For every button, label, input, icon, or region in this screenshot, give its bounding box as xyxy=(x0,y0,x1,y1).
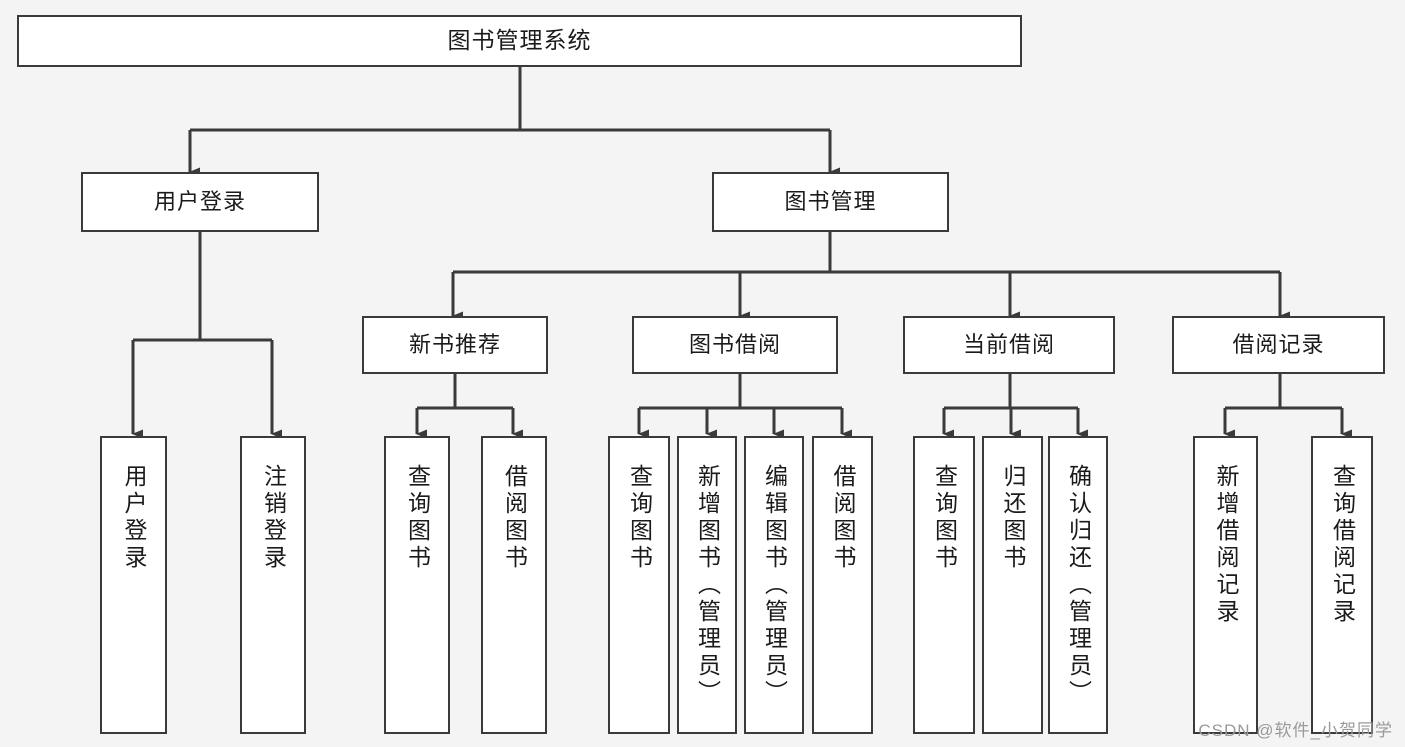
node-user-login[interactable]: 用户登录 xyxy=(81,172,319,232)
node-label: 新增借阅记录 xyxy=(1213,464,1239,626)
leaf-add-book-admin[interactable]: 新增图书（管理员） xyxy=(677,436,737,734)
node-label: 归还图书 xyxy=(1000,464,1026,572)
node-label: 当前借阅 xyxy=(962,332,1055,358)
node-current-borrow[interactable]: 当前借阅 xyxy=(903,316,1115,374)
leaf-logout[interactable]: 注销登录 xyxy=(240,436,306,734)
node-root[interactable]: 图书管理系统 xyxy=(17,15,1022,67)
node-label: 借阅记录 xyxy=(1232,332,1325,358)
leaf-query-borrow-record[interactable]: 查询借阅记录 xyxy=(1311,436,1373,734)
leaf-confirm-return-admin[interactable]: 确认归还（管理员） xyxy=(1048,436,1108,734)
node-label: 图书管理 xyxy=(784,189,877,215)
leaf-add-borrow-record[interactable]: 新增借阅记录 xyxy=(1193,436,1258,734)
leaf-query-book-current[interactable]: 查询图书 xyxy=(913,436,975,734)
node-label: 查询图书 xyxy=(626,464,653,572)
node-label: 注销登录 xyxy=(260,464,287,572)
node-label: 编辑图书（管理员） xyxy=(761,464,788,707)
node-label: 新书推荐 xyxy=(408,332,501,358)
node-label: 图书借阅 xyxy=(688,332,781,358)
node-new-book-recommend[interactable]: 新书推荐 xyxy=(362,316,548,374)
node-label: 用户登录 xyxy=(121,464,147,572)
node-label: 查询图书 xyxy=(931,464,958,572)
leaf-borrow-book[interactable]: 借阅图书 xyxy=(812,436,873,734)
node-book-management[interactable]: 图书管理 xyxy=(712,172,949,232)
node-label: 用户登录 xyxy=(153,189,246,215)
node-label: 确认归还（管理员） xyxy=(1065,464,1092,707)
node-borrow-record[interactable]: 借阅记录 xyxy=(1172,316,1385,374)
leaf-query-book-borrow[interactable]: 查询图书 xyxy=(608,436,670,734)
leaf-borrow-book-recommend[interactable]: 借阅图书 xyxy=(481,436,547,734)
node-label: 图书管理系统 xyxy=(447,27,592,54)
leaf-edit-book-admin[interactable]: 编辑图书（管理员） xyxy=(744,436,804,734)
node-label: 查询借阅记录 xyxy=(1329,464,1356,626)
node-label: 借阅图书 xyxy=(501,464,528,572)
leaf-user-login[interactable]: 用户登录 xyxy=(100,436,167,734)
leaf-return-book[interactable]: 归还图书 xyxy=(982,436,1043,734)
node-book-borrow[interactable]: 图书借阅 xyxy=(632,316,838,374)
node-label: 查询图书 xyxy=(404,464,431,572)
node-label: 借阅图书 xyxy=(830,464,856,572)
leaf-query-book-recommend[interactable]: 查询图书 xyxy=(384,436,450,734)
node-label: 新增图书（管理员） xyxy=(694,464,721,707)
